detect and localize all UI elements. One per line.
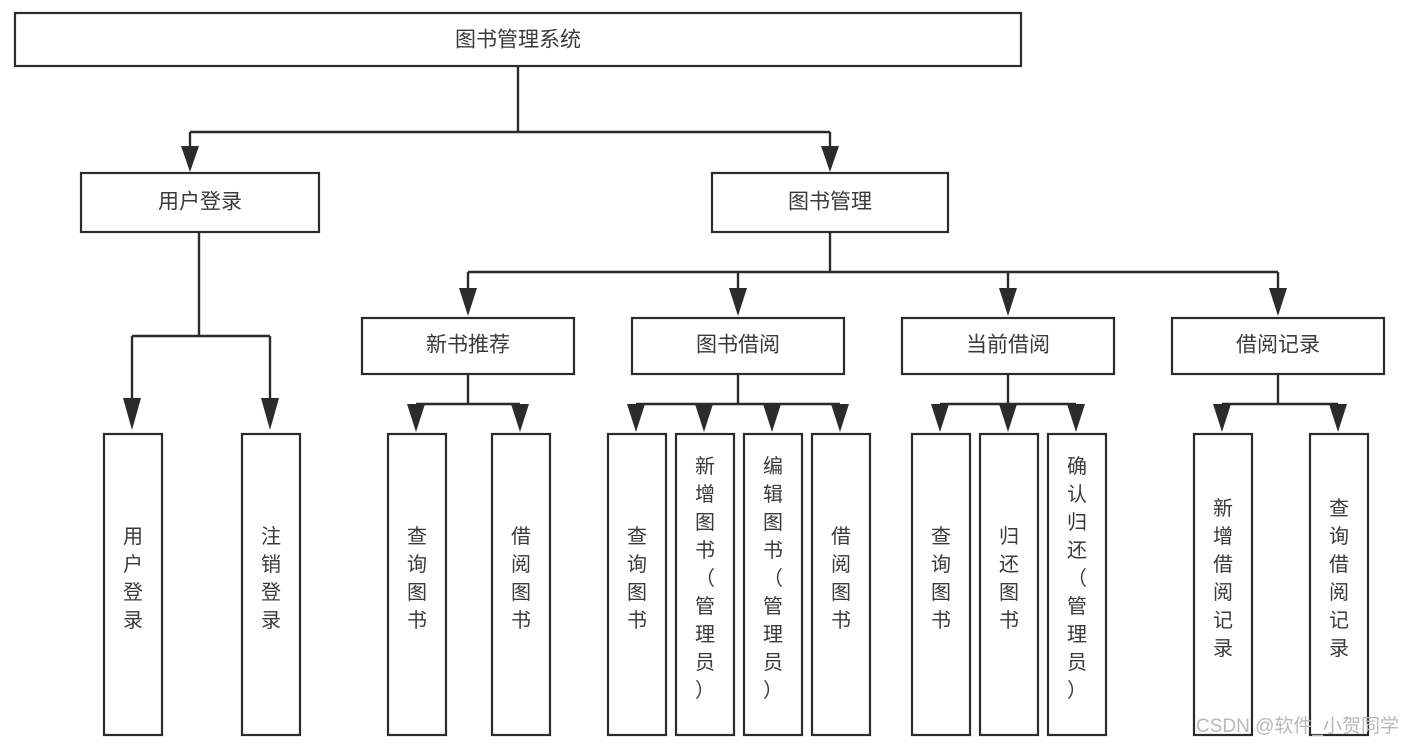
- leaf-edit-book[interactable]: 编辑图书（管理员）: [742, 432, 804, 737]
- arrow-borrowrecord-leaf-2: [1329, 404, 1347, 432]
- leaf-query-book-3-label: 查询图书: [931, 525, 951, 632]
- arrow-newbook-leaf-2: [511, 404, 529, 432]
- node-user-login-label: 用户登录: [158, 191, 242, 214]
- node-borrow-record-box[interactable]: [1170, 316, 1386, 376]
- node-new-book-rec-label: 新书推荐: [426, 334, 510, 357]
- arrow-bookmanage-to-borrowrecord: [1269, 288, 1287, 316]
- leaf-confirm-return-box[interactable]: [1046, 432, 1108, 737]
- leaf-borrow-book-2-box[interactable]: [810, 432, 872, 737]
- leaf-query-book-1-box[interactable]: [386, 432, 448, 737]
- leaf-add-record-box[interactable]: [1192, 432, 1254, 737]
- leaf-query-book-1-label: 查询图书: [407, 525, 427, 632]
- leaf-return-book-box[interactable]: [978, 432, 1040, 737]
- node-user-login[interactable]: 用户登录: [79, 171, 321, 234]
- leaf-add-record[interactable]: 新增借阅记录: [1192, 432, 1254, 737]
- leaf-borrow-book-1-box[interactable]: [490, 432, 552, 737]
- leaf-confirm-return[interactable]: 确认归还（管理员）: [1046, 432, 1108, 737]
- node-book-borrow[interactable]: 图书借阅: [630, 316, 846, 376]
- leaf-user-login-box[interactable]: [102, 432, 164, 737]
- leaf-add-book[interactable]: 新增图书（管理员）: [674, 432, 736, 737]
- node-user-login-box[interactable]: [79, 171, 321, 234]
- arrow-bookborrow-leaf-4: [831, 404, 849, 432]
- node-book-manage-label: 图书管理: [788, 191, 872, 214]
- arrow-bookmanage-to-bookborrow: [729, 288, 747, 316]
- leaf-query-record-label: 查询借阅记录: [1329, 497, 1349, 660]
- leaf-query-book-3[interactable]: 查询图书: [910, 432, 972, 737]
- node-book-borrow-box[interactable]: [630, 316, 846, 376]
- arrow-root-to-book-manage: [821, 146, 839, 172]
- node-new-book-rec-box[interactable]: [360, 316, 576, 376]
- arrow-bookmanage-to-newbook: [459, 288, 477, 316]
- leaf-borrow-book-1[interactable]: 借阅图书: [490, 432, 552, 737]
- leaf-borrow-book-2[interactable]: 借阅图书: [810, 432, 872, 737]
- arrow-bookborrow-leaf-3: [763, 404, 781, 432]
- arrow-bookborrow-leaf-1: [627, 404, 645, 432]
- arrow-currentborrow-leaf-3: [1067, 404, 1085, 432]
- connector-layer: [123, 66, 1347, 432]
- arrow-userlogin-leaf-1: [123, 398, 141, 430]
- node-root-label: 图书管理系统: [455, 29, 581, 52]
- node-book-manage[interactable]: 图书管理: [710, 171, 950, 234]
- leaf-query-book-3-box[interactable]: [910, 432, 972, 737]
- arrow-root-to-user-login: [181, 146, 199, 172]
- node-root[interactable]: 图书管理系统: [13, 11, 1023, 68]
- arrow-bookmanage-to-currentborrow: [999, 288, 1017, 316]
- leaf-borrow-book-2-label: 借阅图书: [831, 525, 851, 632]
- leaf-user-login-label: 用户登录: [123, 526, 143, 632]
- leaf-user-login[interactable]: 用户登录: [102, 432, 164, 737]
- arrow-bookborrow-leaf-2: [695, 404, 713, 432]
- node-borrow-record-label: 借阅记录: [1236, 334, 1320, 357]
- leaf-query-book-2-box[interactable]: [606, 432, 668, 737]
- leaf-query-record[interactable]: 查询借阅记录: [1308, 432, 1370, 737]
- leaf-logout-box[interactable]: [240, 432, 302, 737]
- leaf-confirm-return-label: 确认归还（管理员）: [1067, 455, 1087, 702]
- leaf-query-book-1[interactable]: 查询图书: [386, 432, 448, 737]
- arrow-currentborrow-leaf-2: [999, 404, 1017, 432]
- node-root-box[interactable]: [13, 11, 1023, 68]
- leaf-add-record-label: 新增借阅记录: [1213, 497, 1233, 660]
- node-book-manage-box[interactable]: [710, 171, 950, 234]
- node-borrow-record[interactable]: 借阅记录: [1170, 316, 1386, 376]
- leaf-return-book[interactable]: 归还图书: [978, 432, 1040, 737]
- leaf-logout-label: 注销登录: [261, 525, 281, 632]
- node-current-borrow-label: 当前借阅: [966, 334, 1050, 357]
- leaf-return-book-label: 归还图书: [999, 525, 1019, 632]
- leaf-edit-book-box[interactable]: [742, 432, 804, 737]
- leaf-query-record-box[interactable]: [1308, 432, 1370, 737]
- arrow-currentborrow-leaf-1: [931, 404, 949, 432]
- node-current-borrow-box[interactable]: [900, 316, 1116, 376]
- leaf-add-book-label: 新增图书（管理员）: [695, 455, 715, 702]
- leaf-edit-book-label: 编辑图书（管理员）: [763, 455, 783, 702]
- node-book-borrow-label: 图书借阅: [696, 334, 780, 357]
- leaf-query-book-2[interactable]: 查询图书: [606, 432, 668, 737]
- leaf-borrow-book-1-label: 借阅图书: [511, 525, 531, 632]
- arrow-borrowrecord-leaf-1: [1213, 404, 1231, 432]
- node-current-borrow[interactable]: 当前借阅: [900, 316, 1116, 376]
- leaf-logout[interactable]: 注销登录: [240, 432, 302, 737]
- node-new-book-rec[interactable]: 新书推荐: [360, 316, 576, 376]
- leaf-add-book-box[interactable]: [674, 432, 736, 737]
- leaf-query-book-2-label: 查询图书: [627, 525, 647, 632]
- csdn-watermark: CSDN @软件_小贺同学: [1196, 715, 1399, 737]
- arrow-userlogin-leaf-2: [261, 398, 279, 430]
- arrow-newbook-leaf-1: [407, 404, 425, 432]
